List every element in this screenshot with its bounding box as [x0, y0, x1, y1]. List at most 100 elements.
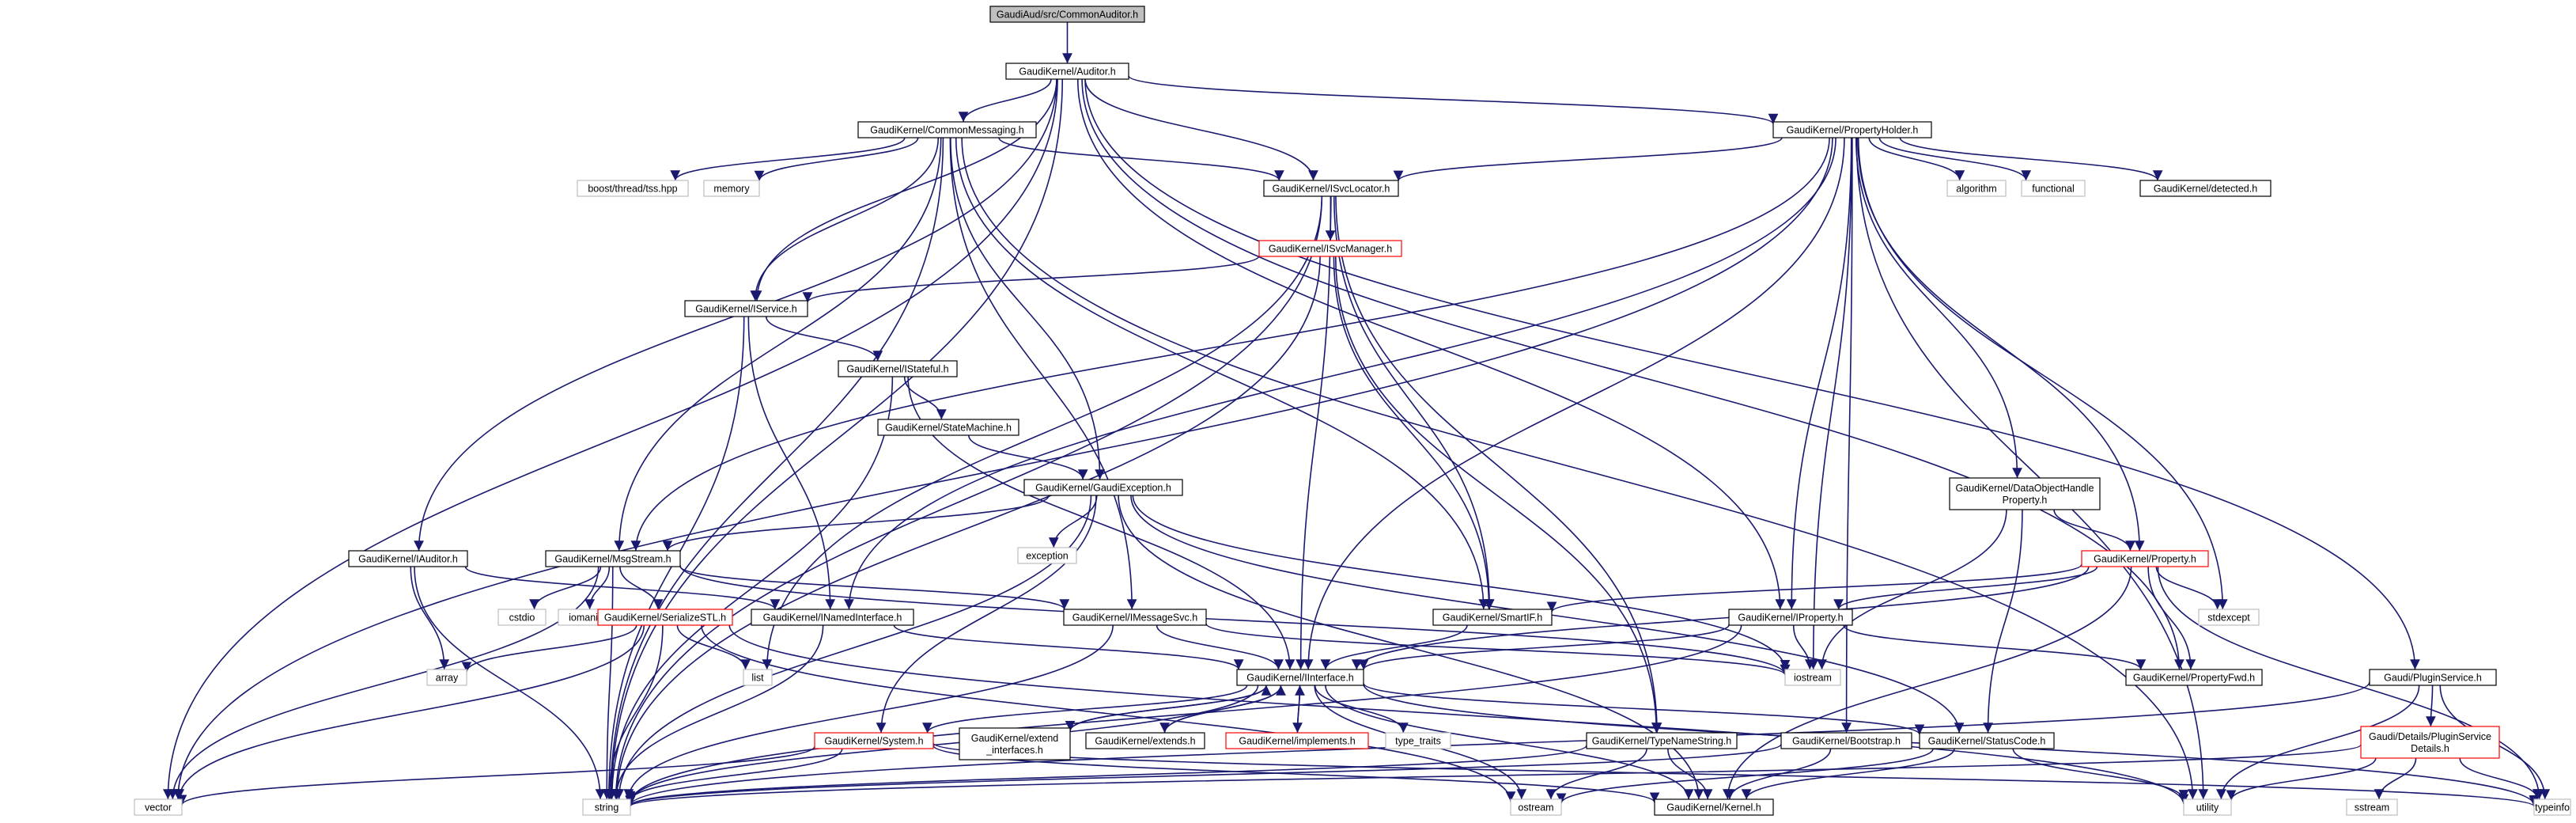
- node-gaudiexception[interactable]: GaudiKernel/GaudiException.h: [1023, 479, 1183, 496]
- edge-propholder-to-algorithm: [1868, 137, 1965, 181]
- node-iauditor[interactable]: GaudiKernel/IAuditor.h: [348, 550, 468, 567]
- node-extends[interactable]: GaudiKernel/extends.h: [1085, 732, 1205, 749]
- node-isvcmanager[interactable]: GaudiKernel/ISvcManager.h: [1258, 240, 1402, 257]
- node-propertyfwd[interactable]: GaudiKernel/PropertyFwd.h: [2125, 669, 2263, 686]
- node-msgstream-label: GaudiKernel/MsgStream.h: [554, 554, 671, 565]
- node-serializestl[interactable]: GaudiKernel/SerializeSTL.h: [597, 609, 733, 626]
- node-detected[interactable]: GaudiKernel/detected.h: [2139, 180, 2271, 197]
- node-iauditor-label: GaudiKernel/IAuditor.h: [358, 554, 458, 565]
- node-statuscode[interactable]: GaudiKernel/StatusCode.h: [1919, 732, 2055, 749]
- node-utility-box: [2183, 798, 2232, 816]
- node-pluginservice[interactable]: Gaudi/PluginService.h: [2369, 669, 2497, 686]
- node-smartif-box: [1432, 609, 1553, 626]
- edge-dataobjhandle-to-iostream: [1817, 509, 2007, 670]
- node-iproperty[interactable]: GaudiKernel/IProperty.h: [1728, 609, 1853, 626]
- node-bootstrap[interactable]: GaudiKernel/Bootstrap.h: [1780, 732, 1912, 749]
- edge-plugindetails-to-typeinfo: [2459, 757, 2543, 800]
- node-gaudiexception-label: GaudiKernel/GaudiException.h: [1035, 483, 1171, 494]
- edge-propholder-to-iinterface: [1303, 137, 1845, 670]
- node-sstream: sstream: [2346, 798, 2398, 816]
- node-cstdio: cstdio: [497, 609, 547, 626]
- node-detected-box: [2139, 180, 2271, 197]
- node-iservice[interactable]: GaudiKernel/IService.h: [684, 300, 808, 317]
- edge-inamedinterface-to-iinterface: [893, 624, 1244, 670]
- edge-statuscode-to-ostream: [1556, 748, 1934, 804]
- edge-isvcmanager-to-string: [611, 256, 1321, 800]
- edge-bootstrap-to-string: [626, 743, 1782, 807]
- node-istateful[interactable]: GaudiKernel/IStateful.h: [838, 360, 958, 377]
- node-isvclocator-box: [1263, 180, 1399, 197]
- edge-auditor-to-propholder: [1128, 75, 1779, 125]
- node-boost_tss-label: boost/thread/tss.hpp: [588, 184, 677, 195]
- edge-auditor-to-pluginservice: [1084, 78, 2420, 670]
- edge-iauditor-to-array: [410, 566, 450, 670]
- node-system[interactable]: GaudiKernel/System.h: [814, 732, 934, 749]
- node-dataobjhandle-box: [1949, 477, 2101, 510]
- node-exception-label: exception: [1026, 551, 1069, 562]
- edge-plugindetails-to-utility: [2226, 757, 2377, 801]
- node-string: string: [582, 798, 631, 816]
- edge-iinterface-to-type_traits: [1314, 685, 1409, 734]
- node-auditor[interactable]: GaudiKernel/Auditor.h: [1005, 63, 1129, 80]
- edge-serializestl-to-vector: [174, 624, 645, 800]
- edge-system-to-typeinfo: [932, 742, 2539, 807]
- node-smartif[interactable]: GaudiKernel/SmartIF.h: [1432, 609, 1553, 626]
- edge-iinterface-to-system: [922, 685, 1248, 734]
- node-commonmsg-box: [857, 121, 1037, 138]
- node-iservice-label: GaudiKernel/IService.h: [695, 304, 797, 315]
- edge-statuscode-to-kernel: [1741, 748, 1955, 800]
- edge-gaudiexception-to-iostream: [1132, 495, 1791, 670]
- node-kernel[interactable]: GaudiKernel/Kernel.h: [1654, 798, 1774, 816]
- edge-isvclocator-to-typenamestring: [1335, 195, 1662, 734]
- edge-serializestl-to-array: [461, 624, 637, 673]
- edge-isvcmanager-to-iservice: [802, 255, 1260, 303]
- node-propholder[interactable]: GaudiKernel/PropertyHolder.h: [1772, 121, 1932, 138]
- edge-propholder-to-isvclocator: [1393, 137, 1783, 181]
- node-bootstrap-label: GaudiKernel/Bootstrap.h: [1792, 736, 1901, 747]
- node-typenamestring[interactable]: GaudiKernel/TypeNameString.h: [1586, 732, 1738, 749]
- node-vector-box: [134, 798, 183, 816]
- node-imessagesvc[interactable]: GaudiKernel/IMessageSvc.h: [1063, 609, 1207, 626]
- edge-propholder-to-inamedinterface: [844, 137, 1836, 610]
- node-property[interactable]: GaudiKernel/Property.h: [2081, 550, 2209, 567]
- node-implements[interactable]: GaudiKernel/implements.h: [1225, 732, 1369, 749]
- edge-isvclocator-to-smartif: [1333, 195, 1495, 610]
- node-msgstream[interactable]: GaudiKernel/MsgStream.h: [545, 550, 681, 567]
- node-iauditor-box: [348, 550, 468, 567]
- node-isvcmanager-box: [1258, 240, 1402, 257]
- node-iinterface[interactable]: GaudiKernel/IInterface.h: [1236, 669, 1364, 686]
- node-statemachine[interactable]: GaudiKernel/StateMachine.h: [877, 419, 1019, 436]
- edge-property-to-iproperty: [1833, 566, 2098, 610]
- edge-pluginservice-to-utility: [2216, 685, 2420, 800]
- edge-msgstream-to-imessagesvc: [679, 566, 1069, 610]
- edge-plugindetails-to-string: [626, 744, 2362, 807]
- node-root-label: GaudiAud/src/CommonAuditor.h: [997, 9, 1138, 21]
- edge-iservice-to-inamedinterface: [747, 316, 836, 610]
- node-functional-box: [2021, 180, 2086, 197]
- node-isvclocator[interactable]: GaudiKernel/ISvcLocator.h: [1263, 180, 1399, 197]
- node-extend_if[interactable]: GaudiKernel/extend_interfaces.h: [959, 727, 1071, 760]
- node-implements-box: [1225, 732, 1369, 749]
- edge-inamedinterface-to-string: [611, 624, 824, 800]
- edge-iproperty-to-string: [625, 624, 1742, 804]
- nodes-layer: GaudiAud/src/CommonAuditor.hGaudiKernel/…: [134, 6, 2571, 816]
- node-iinterface-label: GaudiKernel/IInterface.h: [1246, 673, 1354, 684]
- node-commonmsg[interactable]: GaudiKernel/CommonMessaging.h: [857, 121, 1037, 138]
- edge-propholder-to-stdexcept: [1857, 137, 2228, 610]
- edge-imessagesvc-to-string: [623, 624, 1114, 800]
- edge-msgstream-to-serializestl: [619, 566, 664, 610]
- node-statemachine-box: [877, 419, 1019, 436]
- edge-iinterface-to-kernel: [1325, 685, 1694, 800]
- node-inamedinterface[interactable]: GaudiKernel/INamedInterface.h: [751, 609, 914, 626]
- edge-statemachine-to-gaudiexception: [967, 434, 1088, 480]
- edge-auditor-to-commonmsg: [958, 78, 1052, 123]
- edge-iservice-to-istateful: [765, 316, 883, 362]
- node-commonmsg-label: GaudiKernel/CommonMessaging.h: [870, 125, 1024, 136]
- edge-imessagesvc-to-iinterface: [1156, 624, 1284, 670]
- edge-iauditor-to-string: [414, 566, 606, 800]
- node-root[interactable]: GaudiAud/src/CommonAuditor.h: [989, 6, 1145, 23]
- node-typenamestring-label: GaudiKernel/TypeNameString.h: [1592, 736, 1732, 747]
